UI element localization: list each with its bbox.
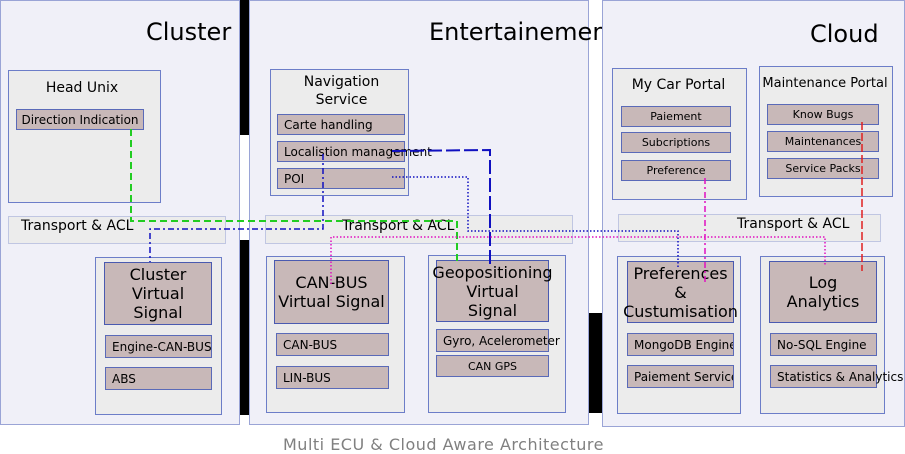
geo-signal-line1: Geopositioning [432, 262, 553, 282]
geopositioning-virtual-signal: Geopositioning Virtual Signal [432, 260, 553, 322]
service-packs-item: Service Packs [767, 158, 879, 179]
carte-handling-item: Carte handling [277, 114, 405, 135]
navigation-service-label: Navigation Service [270, 73, 413, 109]
can-bus-item: CAN-BUS [276, 333, 389, 356]
my-car-portal-label: My Car Portal [631, 77, 726, 93]
maintenance-portal-label: Maintenance Portal [762, 76, 888, 91]
maintenances-item: Maintenances [767, 131, 879, 152]
cloud-transport-acl: Transport & ACL [618, 214, 881, 242]
can-gps-item: CAN GPS [436, 355, 549, 377]
subscriptions-item: Subcriptions [621, 132, 731, 153]
log-analytics-signal: Log Analytics [769, 261, 877, 323]
preferences-line2: & [674, 282, 687, 302]
canbus-signal-line1: CAN-BUS [295, 273, 368, 292]
mongodb-engine-item: MongoDB Engine [627, 333, 734, 356]
know-bugs-item: Know Bugs [767, 104, 879, 125]
canbus-virtual-signal: CAN-BUS Virtual Signal [274, 260, 389, 324]
separator-bar [240, 0, 249, 135]
no-sql-engine-item: No-SQL Engine [770, 333, 877, 356]
poi-item: POI [277, 168, 405, 189]
paiement-service-item: Paiement Service [627, 365, 734, 388]
diagram-caption: Multi ECU & Cloud Aware Architecture [283, 435, 604, 454]
preferences-customisation-signal: Preferences & Custumisation [623, 261, 738, 323]
geo-signal-line3: Signal [467, 300, 518, 320]
entertainment-title: Entertainement [429, 18, 617, 46]
preference-item: Preference [621, 160, 731, 181]
log-line2: Analytics [786, 292, 860, 311]
navigation-label-line2: Service [315, 92, 368, 108]
separator-bar [589, 313, 602, 413]
log-line1: Log [808, 273, 838, 292]
cluster-title: Cluster [146, 18, 232, 46]
head-unix-label: Head Unix [45, 80, 119, 96]
entertainment-transport-acl: Transport & ACL [265, 215, 573, 244]
engine-can-bus-item: Engine-CAN-BUS [105, 335, 212, 358]
cloud-title: Cloud [810, 20, 879, 48]
separator-bar [240, 240, 249, 415]
localisation-management-item: Localistion management [277, 141, 432, 162]
geo-signal-line2: Virtual [466, 281, 519, 301]
statistics-analytics-item: Statistics & Analytics [770, 365, 903, 388]
lin-bus-item: LIN-BUS [276, 366, 389, 389]
preferences-line3: Custumisation [623, 301, 738, 321]
gyro-accelerometer-item: Gyro, Acelerometer [436, 329, 560, 352]
cluster-transport-acl: Transport & ACL [8, 216, 226, 244]
cluster-signal-line2: Virtual Signal [131, 284, 185, 322]
navigation-label-line1: Navigation [303, 74, 380, 90]
paiement-item: Paiement [621, 106, 731, 127]
preferences-line1: Preferences [633, 263, 728, 283]
abs-item: ABS [105, 367, 212, 390]
canbus-signal-line2: Virtual Signal [278, 292, 385, 311]
cluster-signal-line1: Cluster [129, 265, 187, 284]
direction-indication-item: Direction Indication [16, 109, 144, 130]
cluster-virtual-signal: Cluster Virtual Signal [104, 262, 212, 325]
